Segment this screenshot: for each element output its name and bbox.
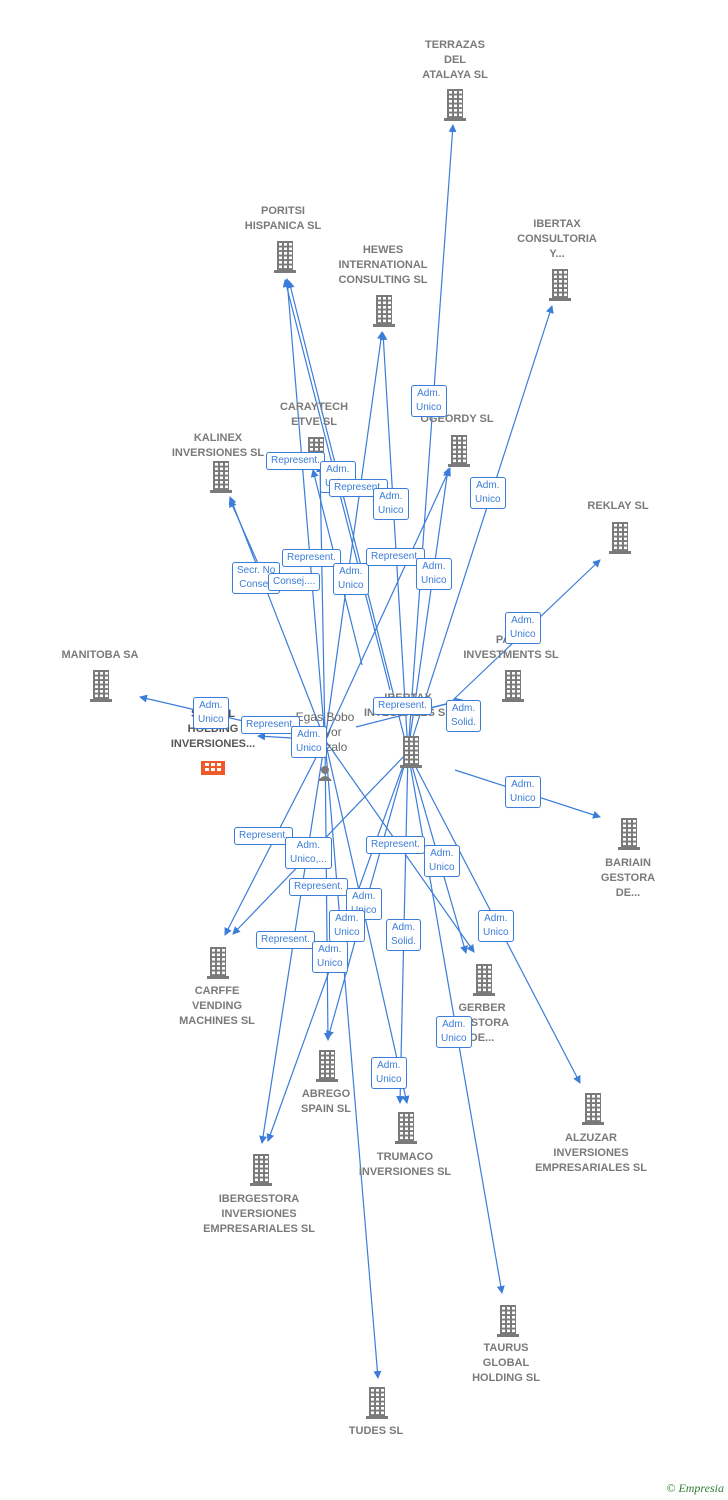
company-label-abrego[interactable]: ABREGO SPAIN SL (301, 1087, 351, 1115)
edge-label[interactable]: Adm. Unico (333, 563, 369, 595)
edge-label[interactable]: Represent. (373, 697, 432, 715)
edge-line (286, 280, 409, 753)
building-icon[interactable] (210, 459, 232, 493)
building-icon[interactable] (400, 734, 422, 768)
company-label-gerber[interactable]: GERBER GESTORA DE... (454, 1002, 510, 1044)
company-label-taurus[interactable]: TAURUS GLOBAL HOLDING SL (472, 1342, 540, 1384)
edge-label[interactable]: Adm. Unico (416, 558, 452, 590)
edge-label[interactable]: Represent. (366, 836, 425, 854)
company-label-trumaco[interactable]: TRUMACO INVERSIONES SL (358, 1150, 452, 1178)
edge-label[interactable]: Adm. Unico (193, 697, 229, 729)
edge-line (379, 332, 409, 753)
edge-line (316, 464, 326, 741)
building-icon[interactable] (90, 668, 112, 702)
brand-name: Empresia (678, 1481, 724, 1495)
edge-label[interactable]: Represent. (256, 931, 315, 949)
edge-label[interactable]: Represent. (366, 548, 425, 566)
copyright-icon: © (666, 1481, 676, 1495)
company-label-ogeordy[interactable]: OGEORDY SL (420, 413, 494, 425)
focus-building-icon[interactable] (199, 761, 227, 775)
building-icon[interactable] (250, 1152, 272, 1186)
building-icon[interactable] (609, 520, 631, 554)
edge-line (324, 739, 410, 1104)
building-icon[interactable] (618, 816, 640, 850)
company-label-manitoba[interactable]: MANITOBA SA (61, 649, 139, 661)
building-icon[interactable] (448, 433, 470, 467)
edge-label[interactable]: Consej.... (268, 573, 321, 591)
edge-label[interactable]: Adm. Unico (505, 776, 541, 808)
edge-label[interactable]: Adm. Unico (424, 845, 460, 877)
company-label-terrazas[interactable]: TERRAZAS DEL ATALAYA SL (422, 39, 488, 81)
company-label-reklay[interactable]: REKLAY SL (587, 500, 649, 512)
company-label-ibertax_cons[interactable]: IBERTAX CONSULTORIA Y... (517, 218, 597, 260)
company-label-carffe[interactable]: CARFFE VENDING MACHINES SL (179, 985, 255, 1027)
edge-line (407, 124, 457, 753)
edge-label[interactable]: Represent. (241, 716, 300, 734)
building-icon[interactable] (366, 1385, 388, 1419)
person-icon[interactable] (317, 765, 333, 786)
edge-line (228, 496, 326, 741)
edge-label[interactable]: Adm. Unico (411, 385, 447, 417)
edge-label[interactable]: Adm. Unico,... (285, 837, 332, 869)
building-icon[interactable] (473, 962, 495, 996)
edge-label[interactable]: Adm. Solid. (386, 919, 422, 951)
edge-label[interactable]: Represent. (282, 549, 341, 567)
edge-label[interactable]: Adm. Unico (436, 1016, 472, 1048)
company-label-tudes[interactable]: TUDES SL (348, 1425, 404, 1437)
edge-label[interactable]: Adm. Unico (470, 477, 506, 509)
edge-label[interactable]: Represent. (234, 827, 293, 845)
edge-label[interactable]: Adm. Unico (291, 726, 327, 758)
building-icon[interactable] (549, 267, 571, 301)
edge-line (229, 499, 261, 569)
edge-label[interactable]: Adm. Unico (373, 488, 409, 520)
edge-label[interactable]: Adm. Unico (312, 941, 348, 973)
building-icon[interactable] (444, 87, 466, 121)
edge-line (324, 739, 382, 1379)
company-label-kalinex[interactable]: KALINEX INVERSIONES SL (171, 431, 265, 459)
company-label-caraytech[interactable]: CARAYTECH ETVE SL (279, 400, 349, 428)
edge-line (407, 305, 554, 753)
brand-watermark: © Empresia (666, 1481, 724, 1496)
building-icon[interactable] (316, 1048, 338, 1082)
company-label-ibergestora[interactable]: IBERGESTORA INVERSIONES EMPRESARIALES SL (203, 1193, 315, 1235)
edge-label[interactable]: Represent. (266, 452, 325, 470)
edge-label[interactable]: Adm. Unico (371, 1057, 407, 1089)
edge-label[interactable]: Adm. Unico (478, 910, 514, 942)
building-icon[interactable] (274, 239, 296, 273)
edge-label[interactable]: Adm. Unico (329, 910, 365, 942)
building-icon[interactable] (395, 1110, 417, 1144)
building-icon[interactable] (582, 1091, 604, 1125)
building-icon[interactable] (502, 668, 524, 702)
edge-label[interactable]: Adm. Solid. (446, 700, 482, 732)
company-label-poritsi[interactable]: PORITSI HISPANICA SL (244, 204, 322, 232)
building-icon[interactable] (373, 293, 395, 327)
edge-label[interactable]: Represent. (289, 878, 348, 896)
building-icon[interactable] (207, 945, 229, 979)
company-label-alzuzar[interactable]: ALZUZAR INVERSIONES EMPRESARIALES SL (535, 1132, 647, 1174)
building-icon[interactable] (497, 1303, 519, 1337)
company-label-hewes[interactable]: HEWES INTERNATIONAL CONSULTING SL (338, 244, 428, 286)
company-label-bariain[interactable]: BARIAIN GESTORA DE... (600, 857, 656, 899)
edge-label[interactable]: Adm. Unico (505, 612, 541, 644)
edge-line (283, 278, 326, 741)
edge-line (324, 467, 451, 741)
